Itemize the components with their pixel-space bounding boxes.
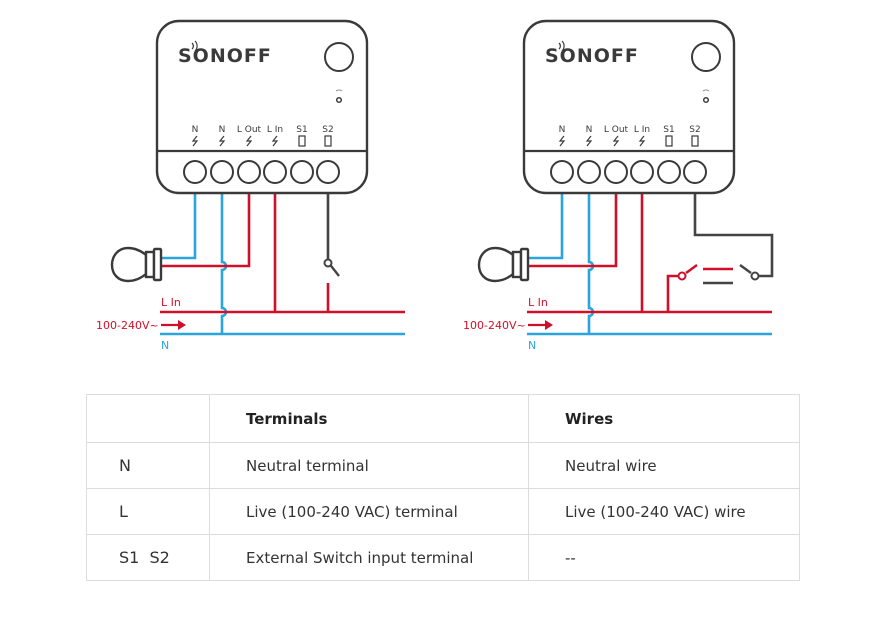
light-bulb-icon xyxy=(477,246,530,283)
neutral-wire-to-bulb xyxy=(160,190,197,260)
supply-arrow-head xyxy=(545,320,553,330)
terminal-screw xyxy=(183,160,207,184)
terminal-screw xyxy=(316,160,340,184)
terminal-label-n2: N xyxy=(586,125,593,135)
terminal-spec-table: Terminals Wires N Neutral terminal Neutr… xyxy=(86,394,800,581)
terminal-label-n1: N xyxy=(192,125,199,135)
power-bolt-icon xyxy=(271,135,279,147)
table-header: Terminals xyxy=(209,394,529,443)
line-in-label: L In xyxy=(161,296,181,309)
terminal-label-lin: L In xyxy=(267,125,283,135)
table-cell: L xyxy=(86,488,210,535)
neutral-wire-to-mains xyxy=(220,190,228,334)
power-bolt-icon xyxy=(558,135,566,147)
power-bolt-icon xyxy=(218,135,226,147)
voltage-label: 100-240V~ xyxy=(463,319,526,332)
table-header-row: Terminals Wires xyxy=(86,394,800,443)
terminal-label-s2: S2 xyxy=(322,125,333,135)
switch-b-contact xyxy=(750,271,760,281)
terminal-screw xyxy=(237,160,261,184)
switch-a-live-leg xyxy=(666,274,680,312)
light-bulb-icon xyxy=(110,246,163,283)
terminal-screw xyxy=(550,160,574,184)
neutral-wire-to-bulb xyxy=(527,190,564,260)
terminal-label-n2: N xyxy=(219,125,226,135)
sonoff-device: SONOFF N N L Out L In S1 S2 xyxy=(155,19,369,195)
sonoff-device: SONOFF N N L Out L In S1 S2 xyxy=(522,19,736,195)
table-cell: S1 S2 xyxy=(86,534,210,581)
table-cell: Live (100-240 VAC) terminal xyxy=(209,488,529,535)
terminal-screw xyxy=(683,160,707,184)
switch-input-icon xyxy=(298,135,306,147)
switch-b-lever xyxy=(739,264,752,274)
terminal-label-s2: S2 xyxy=(689,125,700,135)
power-bolt-icon xyxy=(638,135,646,147)
table-cell: N xyxy=(86,442,210,489)
switch-a-contact xyxy=(677,271,687,281)
table-cell: External Switch input terminal xyxy=(209,534,529,581)
terminal-screw xyxy=(210,160,234,184)
neutral-wire-to-mains xyxy=(587,190,595,334)
power-bolt-icon xyxy=(191,135,199,147)
brand-logo: SONOFF xyxy=(178,45,272,67)
table-row: S1 S2 External Switch input terminal -- xyxy=(86,534,800,581)
table-cell: Live (100-240 VAC) wire xyxy=(528,488,800,535)
s2-switch-wire xyxy=(693,190,774,278)
terminal-screw xyxy=(630,160,654,184)
wiring-diagrams: L In 100-240V~ N SONOFF N N L Out L In S… xyxy=(96,19,774,352)
terminal-screw xyxy=(290,160,314,184)
terminal-label-lout: L Out xyxy=(604,125,629,135)
switch-input-icon xyxy=(691,135,699,147)
switch-input-icon xyxy=(324,135,332,147)
table-cell: -- xyxy=(528,534,800,581)
brand-logo: SONOFF xyxy=(545,45,639,67)
table-cell: Neutral terminal xyxy=(209,442,529,489)
signal-icon xyxy=(191,40,198,52)
power-bolt-icon xyxy=(585,135,593,147)
switch-input-icon xyxy=(665,135,673,147)
terminal-label-s1: S1 xyxy=(296,125,307,135)
table-header: Wires xyxy=(528,394,800,443)
lout-wire-to-bulb xyxy=(527,190,618,268)
terminal-label-s1: S1 xyxy=(663,125,674,135)
pair-button xyxy=(691,42,721,72)
power-bolt-icon xyxy=(245,135,253,147)
switch-a-lever xyxy=(685,264,698,274)
table-header xyxy=(86,394,210,443)
terminal-screw xyxy=(657,160,681,184)
neutral-label: N xyxy=(161,339,169,352)
pair-button xyxy=(324,42,354,72)
terminal-label-lout: L Out xyxy=(237,125,262,135)
wiring-diagram-two-way-switch: L In 100-240V~ N SONOFF N N L Out L In S… xyxy=(463,19,774,352)
table-row: N Neutral terminal Neutral wire xyxy=(86,442,800,489)
wifi-led-icon xyxy=(335,89,343,104)
terminal-label-n1: N xyxy=(559,125,566,135)
table-row: L Live (100-240 VAC) terminal Live (100-… xyxy=(86,488,800,535)
switch-contact xyxy=(323,258,333,268)
wiring-diagram-single-switch: L In 100-240V~ N SONOFF N N L Out L In S… xyxy=(96,19,405,352)
terminal-screw xyxy=(577,160,601,184)
voltage-label: 100-240V~ xyxy=(96,319,159,332)
terminal-screw xyxy=(263,160,287,184)
lout-wire-to-bulb xyxy=(160,190,251,268)
power-bolt-icon xyxy=(612,135,620,147)
line-in-label: L In xyxy=(528,296,548,309)
supply-arrow-head xyxy=(178,320,186,330)
signal-icon xyxy=(558,40,565,52)
neutral-label: N xyxy=(528,339,536,352)
table-cell: Neutral wire xyxy=(528,442,800,489)
wifi-led-icon xyxy=(702,89,710,104)
terminal-screw xyxy=(604,160,628,184)
terminal-label-lin: L In xyxy=(634,125,650,135)
